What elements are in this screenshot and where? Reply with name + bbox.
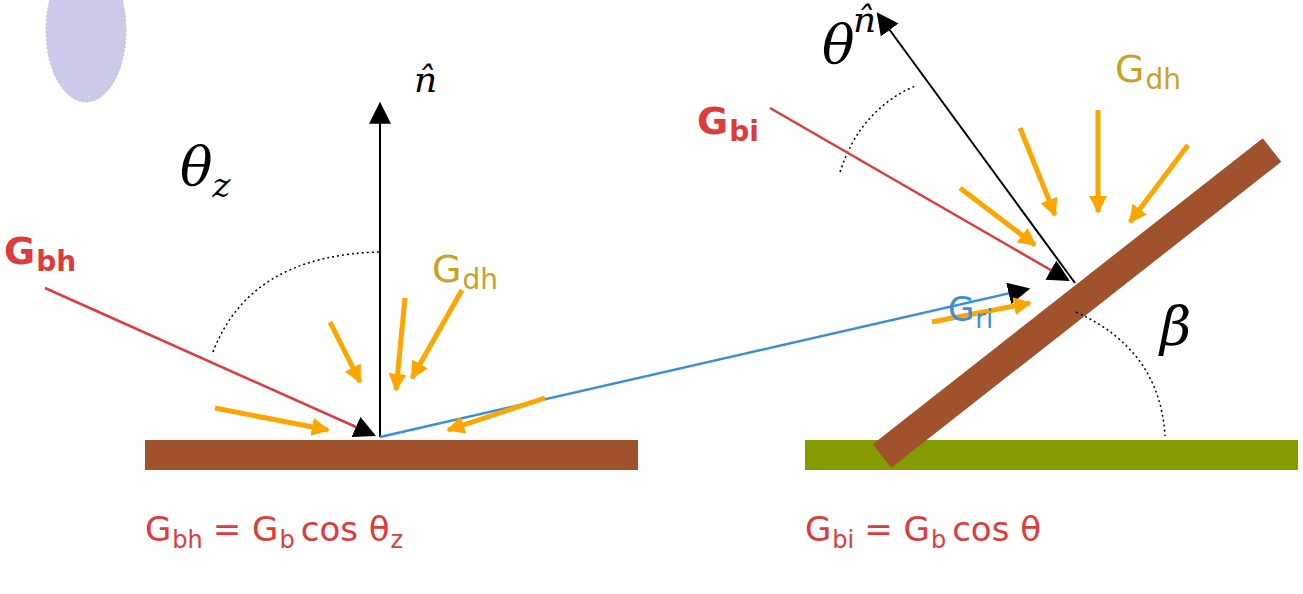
symbol: G: [4, 232, 35, 270]
diffuse-rays: [215, 290, 545, 430]
symbol: G: [432, 250, 461, 288]
beam-ray: [45, 288, 374, 435]
formula-subscript: b: [279, 528, 294, 552]
angle-symbol: θ: [822, 18, 855, 72]
reflected-ray: [380, 289, 1028, 437]
angle-arc: [1076, 312, 1165, 436]
subscript: dh: [462, 266, 498, 294]
horizontal-surface: [145, 440, 638, 470]
subscript: bh: [36, 248, 76, 276]
symbol: G: [697, 102, 728, 140]
normal-vector: [878, 14, 1075, 283]
formula: G: [805, 512, 831, 546]
normal-label: n̂: [853, 2, 876, 38]
beam-ray: [770, 108, 1068, 280]
angle-arc: [840, 86, 915, 172]
formula-subscript: z: [391, 528, 404, 552]
formula: cos θ: [952, 512, 1041, 546]
symbol: G: [948, 292, 974, 326]
subscript: ri: [975, 306, 993, 332]
formula-subscript: bh: [172, 528, 202, 552]
diffuse-rays: [932, 110, 1188, 322]
formula: = G: [213, 512, 279, 546]
subscript: bi: [729, 118, 759, 146]
angle-arc: [213, 252, 380, 352]
formula-subscript: b: [931, 528, 946, 552]
angle-symbol: β: [1160, 300, 1191, 354]
subscript: dh: [1145, 66, 1181, 94]
normal-vector: [379, 104, 381, 437]
subscript: z: [213, 168, 231, 202]
symbol: G: [1115, 50, 1144, 88]
formula: cos θ: [301, 512, 390, 546]
tilted-surface: [882, 150, 1272, 456]
sun: [46, 0, 126, 102]
formula: G: [145, 512, 171, 546]
angle-symbol: θ: [180, 140, 213, 194]
normal-label: n̂: [414, 62, 437, 98]
formula: = G: [864, 512, 930, 546]
formula-subscript: bi: [832, 528, 854, 552]
